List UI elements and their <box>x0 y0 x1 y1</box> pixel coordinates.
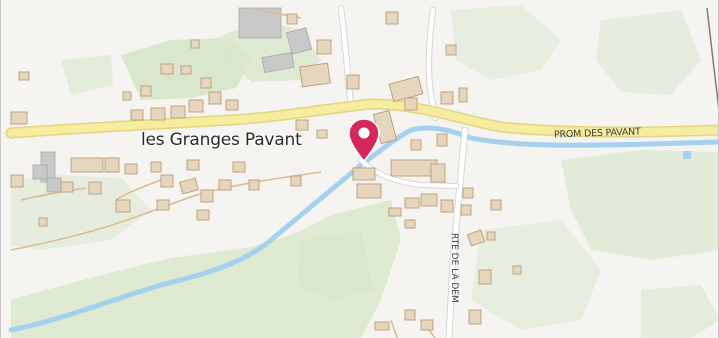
minor-roads <box>337 4 469 338</box>
river-end-marker <box>683 151 691 159</box>
vegetation-areas <box>11 5 718 338</box>
place-label: les Granges Pavant <box>141 130 302 150</box>
map-pin-icon[interactable] <box>347 117 381 163</box>
main-road <box>5 98 718 139</box>
river <box>8 125 718 333</box>
buildings <box>10 11 522 331</box>
road-label-side: RTE DE LA DEM <box>449 233 459 303</box>
edge-road <box>706 7 718 108</box>
